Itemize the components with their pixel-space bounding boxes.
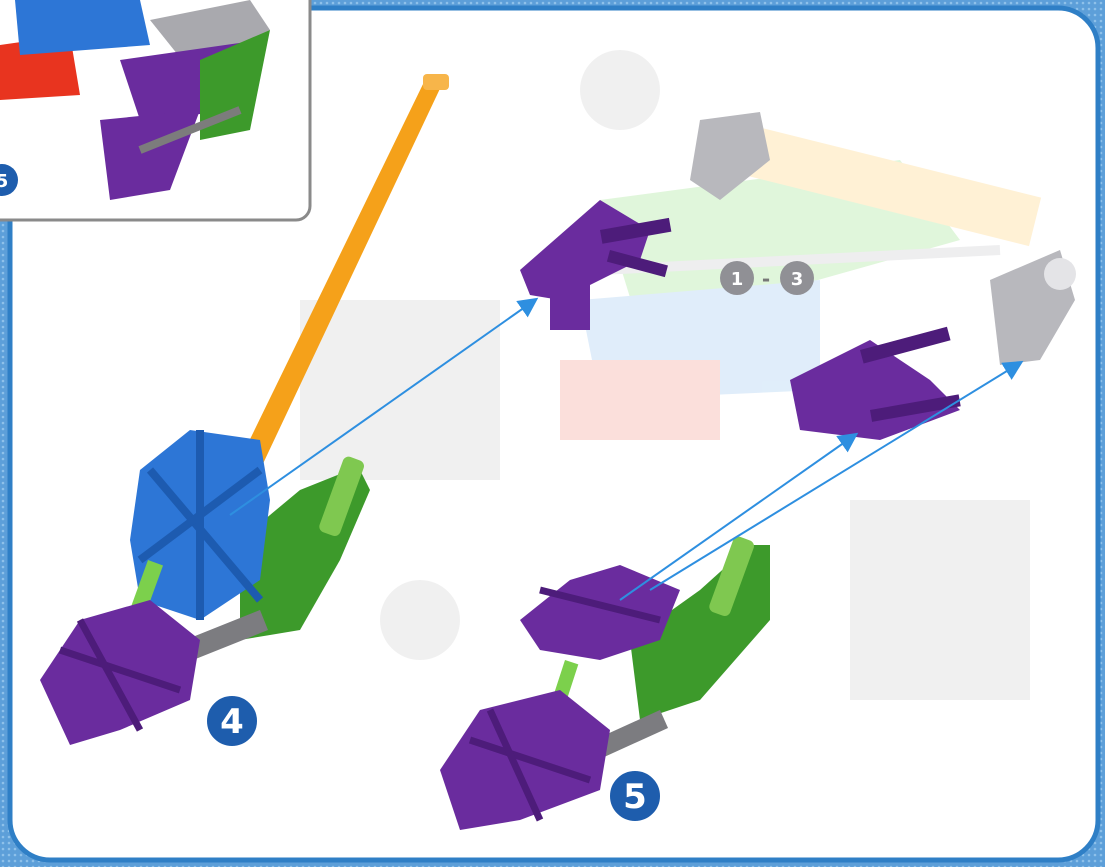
range-separator: - bbox=[762, 267, 770, 291]
range-start: 1 bbox=[731, 269, 744, 290]
gray-connector-left bbox=[690, 112, 770, 200]
step-5-badge: 5 bbox=[608, 769, 662, 823]
arrow-5-to-right bbox=[649, 360, 1024, 591]
purple-connector-5-top bbox=[520, 565, 680, 660]
step-5-assembly bbox=[440, 536, 770, 830]
orange-rod bbox=[235, 78, 445, 470]
range-end: 3 bbox=[791, 269, 804, 290]
inset-step-badge bbox=[0, 164, 18, 196]
range-end-badge bbox=[780, 261, 814, 295]
step-4-number: 4 bbox=[220, 702, 244, 742]
step-4-badge: 4 bbox=[205, 694, 259, 748]
inset-step-number: 5 bbox=[0, 171, 8, 192]
reference-assembly: 1 - 3 bbox=[520, 112, 1076, 440]
purple-connector-top bbox=[520, 200, 672, 330]
purple-connector-right bbox=[790, 326, 961, 440]
step-4-assembly bbox=[40, 74, 449, 745]
ghost-background bbox=[300, 50, 1030, 700]
arrow-4-to-top bbox=[229, 297, 539, 516]
step-5-number: 5 bbox=[623, 777, 647, 817]
arrow-5-to-mid bbox=[619, 432, 859, 601]
inset-box: 5 bbox=[0, 0, 312, 222]
range-start-badge bbox=[720, 261, 754, 295]
inset-model bbox=[0, 0, 270, 200]
assembly-arrows bbox=[229, 297, 1024, 601]
